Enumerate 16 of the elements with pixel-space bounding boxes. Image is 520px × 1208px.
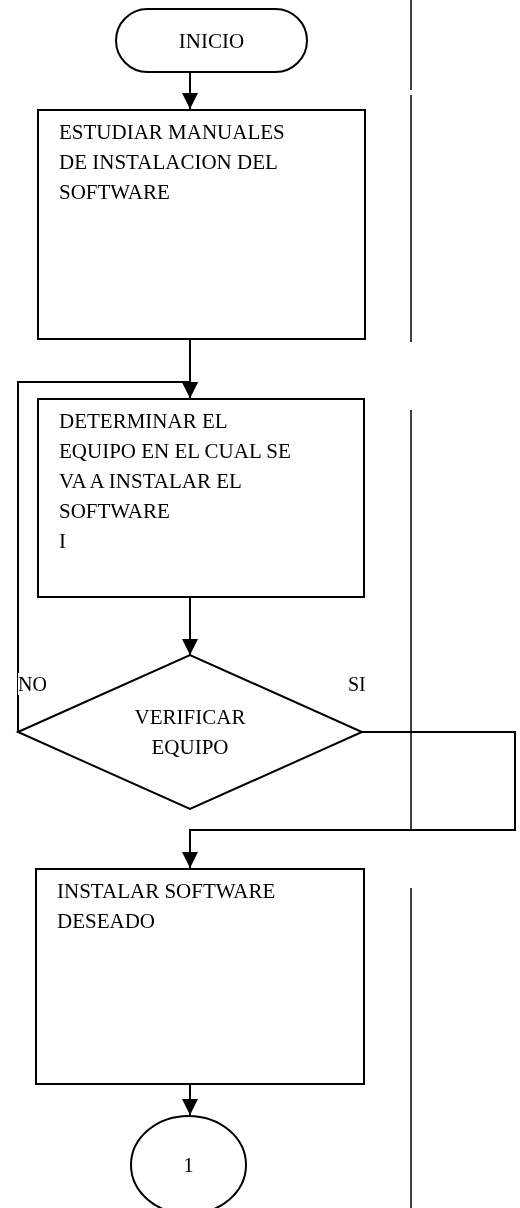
node-text: VERIFICAR EQUIPO [133,704,247,761]
process-box [37,109,366,340]
arrow [182,72,198,110]
node-text: INICIO [178,27,245,55]
process-box [37,398,365,598]
node-text: I [59,528,67,555]
node-text: ESTUDIAR MANUALES DE INSTALACION DEL SOFTWARE [59,119,286,206]
arrow [182,597,198,656]
node-text: INSTALAR SOFTWARE DESEADO [57,878,277,935]
arrow [182,731,516,869]
arrow [182,1084,198,1116]
node-text: DETERMINAR EL EQUIPO EN EL CUAL SE VA A INSTALAR EL SOFTWARE [59,408,292,525]
node-text: 1 [183,1152,194,1179]
process-box [35,868,365,1085]
edge-label: NO [18,673,47,695]
arrow [17,381,198,733]
